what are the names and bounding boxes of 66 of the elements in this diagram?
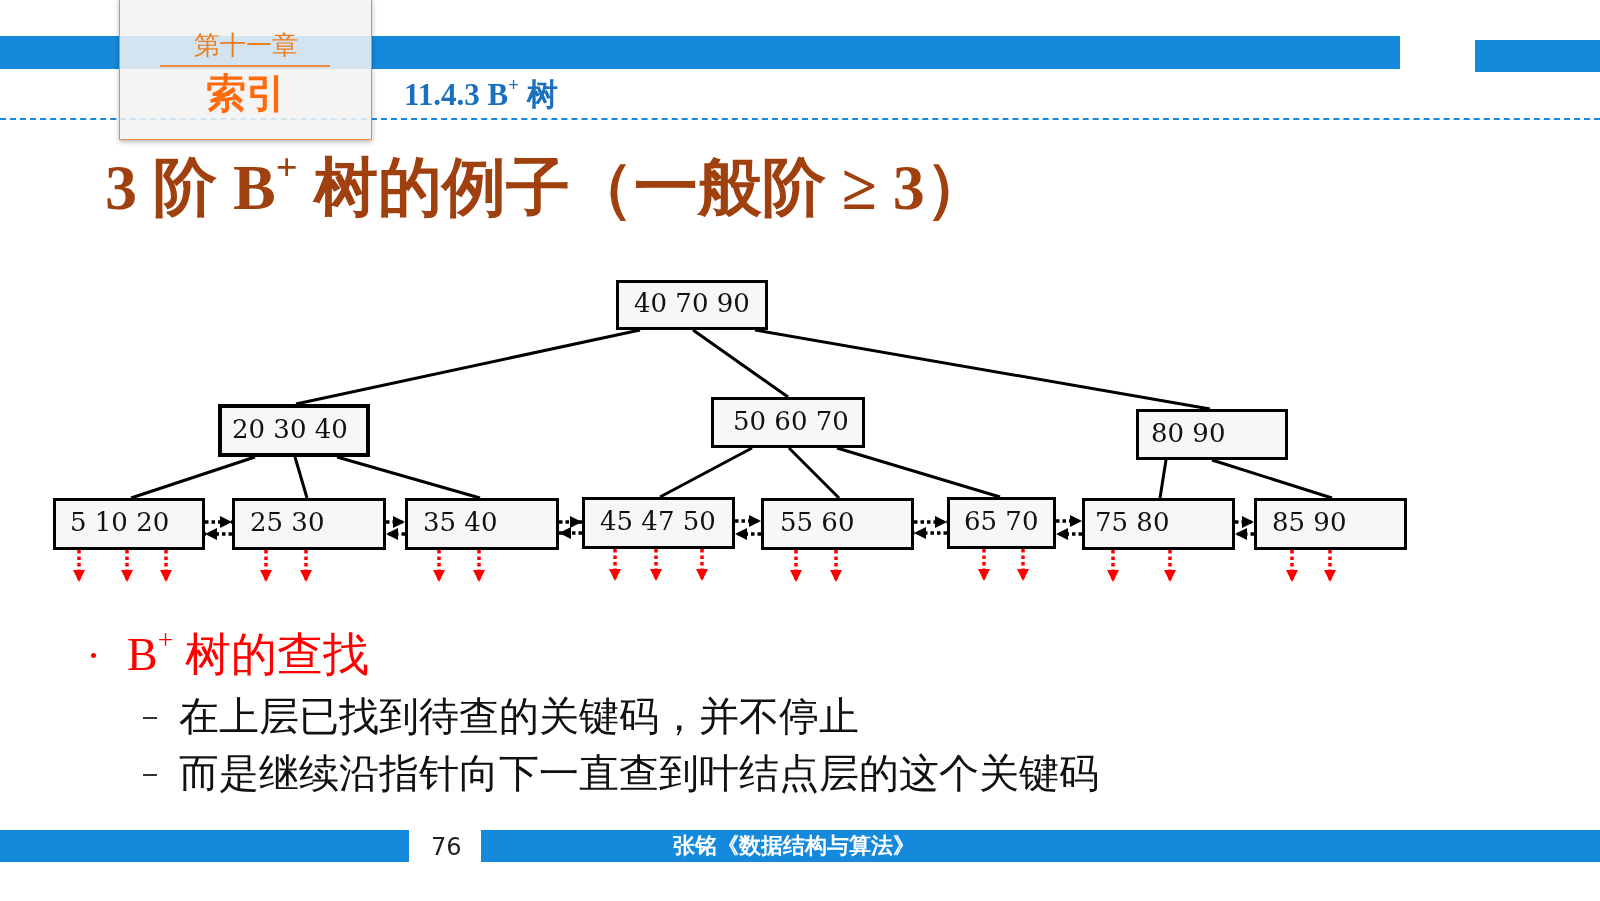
- dotted-arrow: [650, 549, 662, 581]
- chapter-title: 索引: [205, 69, 286, 117]
- dotted-arrow: [1107, 550, 1119, 582]
- bullet-text: 在上层已找到待查的关键码，并不停止: [179, 693, 859, 739]
- chapter-label: 第十一章: [193, 30, 298, 61]
- dotted-arrow: [735, 515, 761, 527]
- connector-line: [1211, 458, 1333, 500]
- dotted-arrow: [1286, 550, 1298, 582]
- tree-node-box: 55 60: [761, 498, 914, 550]
- dotted-arrow: [1235, 516, 1254, 528]
- dotted-arrow: [790, 550, 802, 582]
- connector-line: [336, 455, 481, 500]
- connector-line: [754, 328, 1211, 411]
- dotted-arrow: [978, 549, 990, 581]
- connector-line: [659, 446, 753, 499]
- connector-line: [836, 446, 1001, 499]
- connector-line: [295, 328, 641, 406]
- bullet-heading: B$^{+}$ 树的查找: [127, 628, 369, 681]
- tree-node-box: 45 47 50: [582, 497, 735, 549]
- connector-line: [692, 328, 789, 399]
- dotted-arrow: [300, 550, 312, 582]
- dotted-arrow: [559, 516, 582, 528]
- connector-line: [1158, 459, 1168, 499]
- dotted-arrow: [433, 550, 445, 582]
- tree-node-box: 25 30: [232, 498, 386, 550]
- dotted-arrow: [160, 550, 172, 582]
- tree-node-box: 5 10 20: [53, 498, 205, 550]
- connector-line: [787, 446, 841, 500]
- tree-node-box: 85 90: [1254, 498, 1407, 550]
- bullet-text: 而是继续沿指针向下一直查到叶结点层的这个关键码: [179, 750, 1099, 796]
- tree-node-box: 35 40: [405, 498, 559, 550]
- dotted-arrow: [205, 528, 232, 540]
- dotted-arrow: [914, 516, 947, 528]
- dotted-arrow: [1164, 550, 1176, 582]
- dotted-arrow: [1324, 550, 1336, 582]
- tree-node-box: 40 70 90: [616, 280, 768, 330]
- chapter-tab: [119, 0, 372, 140]
- dotted-arrow: [205, 516, 232, 528]
- tree-node-box: 75 80: [1082, 498, 1235, 550]
- dotted-arrow: [1056, 515, 1082, 527]
- dotted-arrow: [260, 550, 272, 582]
- dotted-arrow: [914, 527, 947, 539]
- dotted-arrow: [696, 549, 708, 581]
- dotted-arrow: [1017, 549, 1029, 581]
- dotted-arrow: [386, 516, 405, 528]
- dotted-arrow: [73, 550, 85, 582]
- tree-node-box: 20 30 40: [218, 404, 370, 457]
- connector-line: [130, 455, 256, 500]
- dotted-arrow: [386, 528, 405, 540]
- dotted-arrow: [1235, 528, 1254, 540]
- dotted-arrow: [735, 528, 761, 540]
- dotted-arrow: [473, 550, 485, 582]
- dotted-arrow: [830, 550, 842, 582]
- slide-title: 3 阶 B$^{+}$ 树的例子（一般阶 ≥ 3）: [105, 151, 989, 225]
- dotted-arrow: [609, 549, 621, 581]
- dotted-arrow: [1056, 528, 1082, 540]
- dotted-arrow: [121, 550, 133, 582]
- footer-text: 张铭《数据结构与算法》: [673, 832, 915, 860]
- footer-band: [481, 830, 1600, 862]
- tree-node-box: 50 60 70: [711, 397, 865, 448]
- dotted-arrow: [559, 527, 582, 539]
- connector-line: [293, 456, 309, 499]
- tree-node-box: 65 70: [947, 497, 1056, 549]
- section-heading: 11.4.3 B$^{+}$ 树: [404, 77, 558, 113]
- page-number: 76: [431, 833, 462, 861]
- tree-node-box: 80 90: [1136, 409, 1288, 460]
